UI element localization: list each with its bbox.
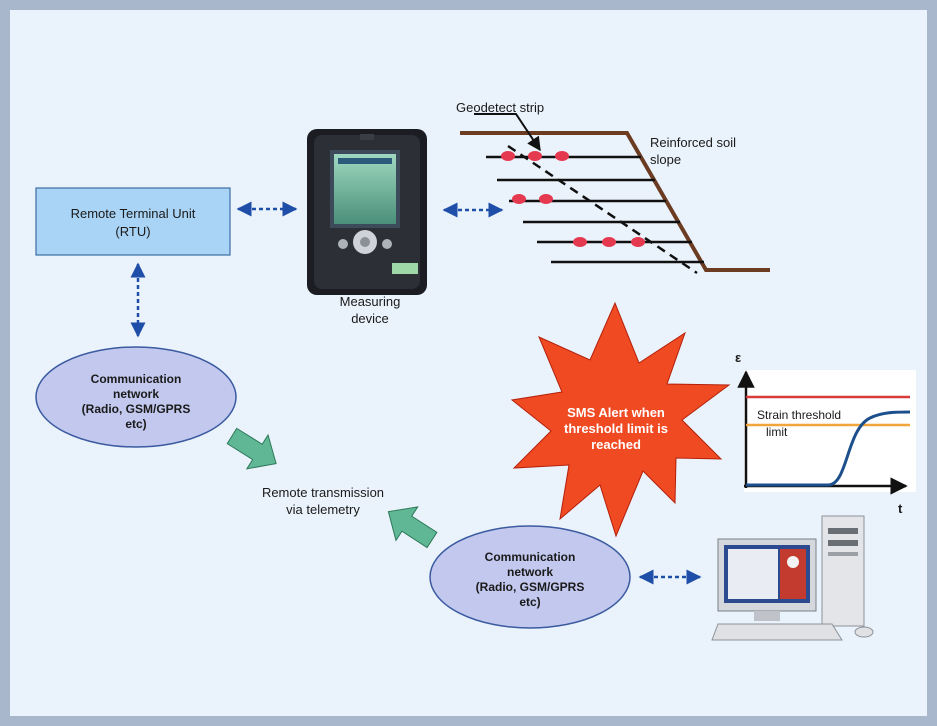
green-arrow-up bbox=[387, 506, 438, 549]
comm-network-right-line3: (Radio, GSM/GPRS bbox=[476, 580, 585, 594]
remote-transmission-line1: Remote transmission bbox=[262, 485, 384, 500]
strain-axis-epsilon: ε bbox=[735, 350, 741, 365]
sms-alert-line1: SMS Alert when bbox=[567, 405, 665, 420]
measuring-device-label-line2: device bbox=[351, 311, 389, 326]
geodetect-strip-label: Geodetect strip bbox=[456, 100, 544, 115]
comm-network-left-line4: etc) bbox=[125, 417, 146, 431]
comm-network-left-line1: Communication bbox=[91, 372, 182, 386]
comm-network-right-line4: etc) bbox=[519, 595, 540, 609]
comm-network-left-line3: (Radio, GSM/GPRS bbox=[82, 402, 191, 416]
sms-alert-starburst: SMS Alert when threshold limit is reache… bbox=[510, 301, 731, 538]
comm-network-left-line2: network bbox=[113, 387, 159, 401]
strain-threshold-label-line2: limit bbox=[766, 425, 788, 439]
green-arrow-down bbox=[226, 427, 277, 470]
rtu-label-line1: Remote Terminal Unit bbox=[71, 206, 196, 221]
measuring-device-label-line1: Measuring bbox=[340, 294, 401, 309]
comm-network-right-line1: Communication bbox=[485, 550, 576, 564]
measuring-device-image bbox=[307, 129, 427, 295]
remote-transmission-line2: via telemetry bbox=[286, 502, 360, 517]
rtu-label-line2: (RTU) bbox=[115, 224, 150, 239]
computer-image bbox=[711, 515, 874, 641]
comm-network-right: Communication network (Radio, GSM/GPRS e… bbox=[429, 525, 631, 629]
geodetect-sensor-dots bbox=[501, 151, 645, 247]
geodetect-pointer-arrow bbox=[474, 113, 541, 152]
rtu-box: Remote Terminal Unit (RTU) bbox=[35, 187, 231, 256]
sms-alert-line2: threshold limit is bbox=[564, 421, 668, 436]
strain-curve bbox=[746, 410, 911, 487]
comm-network-left: Communication network (Radio, GSM/GPRS e… bbox=[35, 346, 237, 448]
strain-threshold-label-line1: Strain threshold bbox=[757, 408, 841, 422]
comm-network-right-line2: network bbox=[507, 565, 553, 579]
strain-chart: ε t Strain threshold limit bbox=[735, 350, 916, 516]
slope-label-line2: slope bbox=[650, 152, 681, 167]
sms-alert-line3: reached bbox=[591, 437, 641, 452]
time-axis-t: t bbox=[898, 501, 903, 516]
slope-label-line1: Reinforced soil bbox=[650, 135, 736, 150]
